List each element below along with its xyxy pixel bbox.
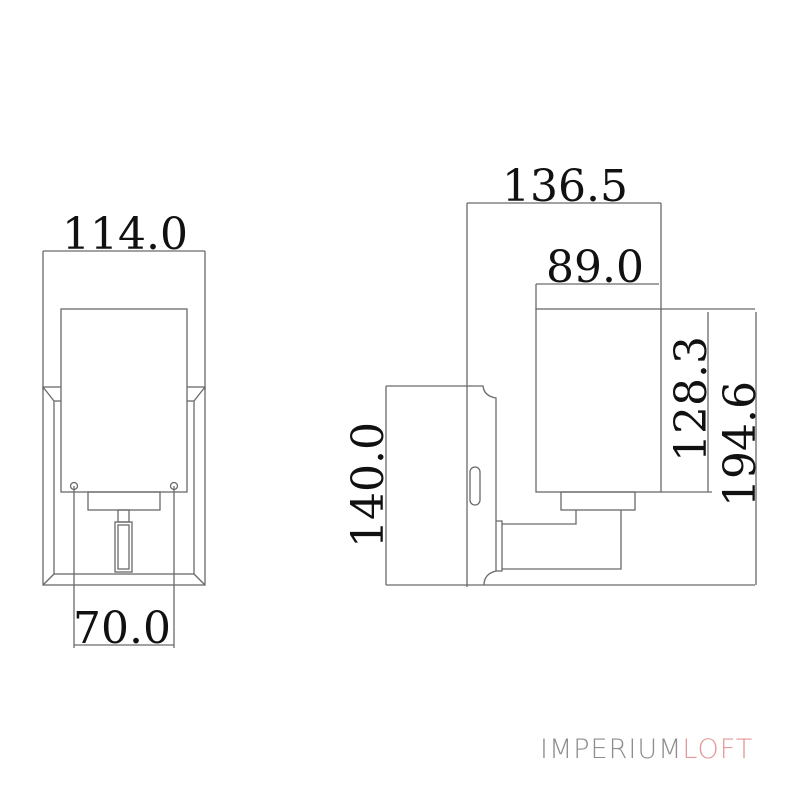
- shade-height-dimension: 128.3: [666, 336, 717, 462]
- total-height-dimension: 194.6: [715, 381, 766, 507]
- mount-spacing-dimension: 70.0: [73, 603, 171, 654]
- brand-logo-part1: IMPERIUM: [540, 734, 683, 765]
- shade-width-dimension: 89.0: [546, 242, 644, 293]
- brand-logo: IMPERIUMLOFT: [540, 734, 753, 765]
- front-width-dimension: 114.0: [62, 209, 188, 260]
- front-view: 114.0 70.0: [42, 209, 206, 654]
- brand-badge-icon: [469, 466, 481, 506]
- side-view: 136.5 89.0 140.0 128.3 194.6: [343, 161, 766, 587]
- backplate-height-dimension: 140.0: [343, 422, 394, 548]
- brand-logo-part2: LOFT: [682, 734, 754, 765]
- depth-dimension: 136.5: [502, 161, 628, 212]
